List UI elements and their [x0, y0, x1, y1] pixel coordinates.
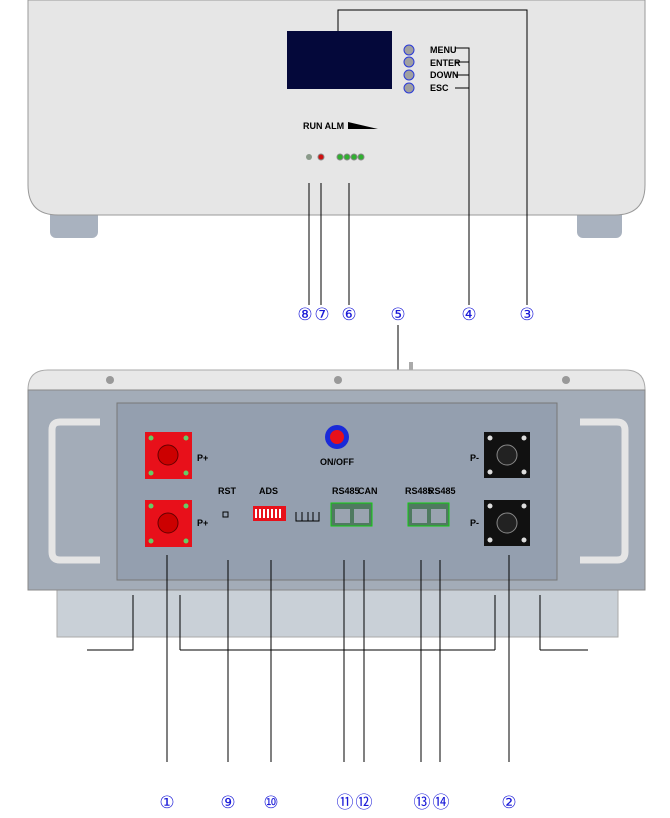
top-unit: MENU ENTER DOWN ESC RUN ALM: [27, 0, 646, 238]
top-unit-body: [27, 0, 646, 216]
p-minus-label-1: P-: [470, 453, 479, 463]
callout-12: ⑫: [356, 793, 373, 812]
alm-led: [317, 153, 325, 161]
rs485-label-2: RS485: [405, 486, 433, 496]
callout-8: ⑧: [297, 305, 312, 324]
reset-button[interactable]: [222, 511, 229, 518]
callout-10: ⑩: [263, 793, 278, 812]
callout-3: ③: [519, 305, 534, 324]
left-handle[interactable]: [48, 418, 100, 564]
down-label: DOWN: [430, 70, 459, 80]
run-alm-label: RUN ALM: [303, 121, 344, 131]
negative-terminal-1[interactable]: [484, 432, 530, 478]
callout-7: ⑦: [314, 305, 329, 324]
rst-label: RST: [218, 486, 237, 496]
soc-led-4: [357, 153, 365, 161]
callout-13: ⑬: [414, 793, 431, 812]
screw: [334, 376, 342, 384]
right-handle[interactable]: [580, 418, 629, 564]
enter-label: ENTER: [430, 58, 461, 68]
callout-14: ⑭: [433, 793, 450, 812]
rs485-label-1: RS485: [332, 486, 360, 496]
menu-button[interactable]: [403, 44, 415, 56]
lcd-display: [287, 31, 392, 89]
callout-11: ⑪: [337, 793, 354, 812]
run-led: [306, 154, 312, 160]
callout-6: ⑥: [341, 305, 356, 324]
negative-terminal-2[interactable]: [484, 500, 530, 546]
soc-led-2: [343, 153, 351, 161]
top-pin: [409, 362, 413, 372]
callout-1: ①: [159, 793, 174, 812]
dip-switch-levers: [255, 509, 281, 518]
p-minus-label-2: P-: [470, 518, 479, 528]
down-button[interactable]: [403, 69, 415, 81]
esc-button[interactable]: [403, 82, 415, 94]
callout-2: ②: [501, 793, 516, 812]
enter-button[interactable]: [403, 56, 415, 68]
menu-label: MENU: [430, 45, 457, 55]
screw: [562, 376, 570, 384]
screw: [106, 376, 114, 384]
base-stand: [56, 589, 619, 638]
soc-indicator-icon: [348, 122, 378, 129]
positive-terminal-2[interactable]: [145, 500, 192, 547]
can-label: CAN: [358, 486, 378, 496]
p-plus-label-2: P+: [197, 518, 208, 528]
esc-label: ESC: [430, 83, 449, 93]
positive-terminal-1[interactable]: [145, 432, 192, 479]
callout-4: ④: [461, 305, 476, 324]
bottom-unit: P+ P+ P- P- ON/OFF RST ADS RS485 CAN RS4…: [27, 362, 646, 651]
callout-5: ⑤: [390, 305, 405, 324]
address-dip-switch[interactable]: [253, 506, 286, 521]
power-button-center: [330, 430, 344, 444]
callout-9: ⑨: [220, 793, 235, 812]
dip-indicator: [295, 512, 320, 522]
ads-label: ADS: [259, 486, 278, 496]
menu-buttons: MENU ENTER DOWN ESC: [403, 44, 461, 94]
rs485-label-3: RS485: [428, 486, 456, 496]
stand-outline: [87, 595, 588, 651]
soc-led-3: [350, 153, 358, 161]
p-plus-label-1: P+: [197, 453, 208, 463]
on-off-label: ON/OFF: [320, 457, 354, 467]
soc-led-1: [336, 153, 344, 161]
bottom-leader-lines: [166, 555, 510, 762]
